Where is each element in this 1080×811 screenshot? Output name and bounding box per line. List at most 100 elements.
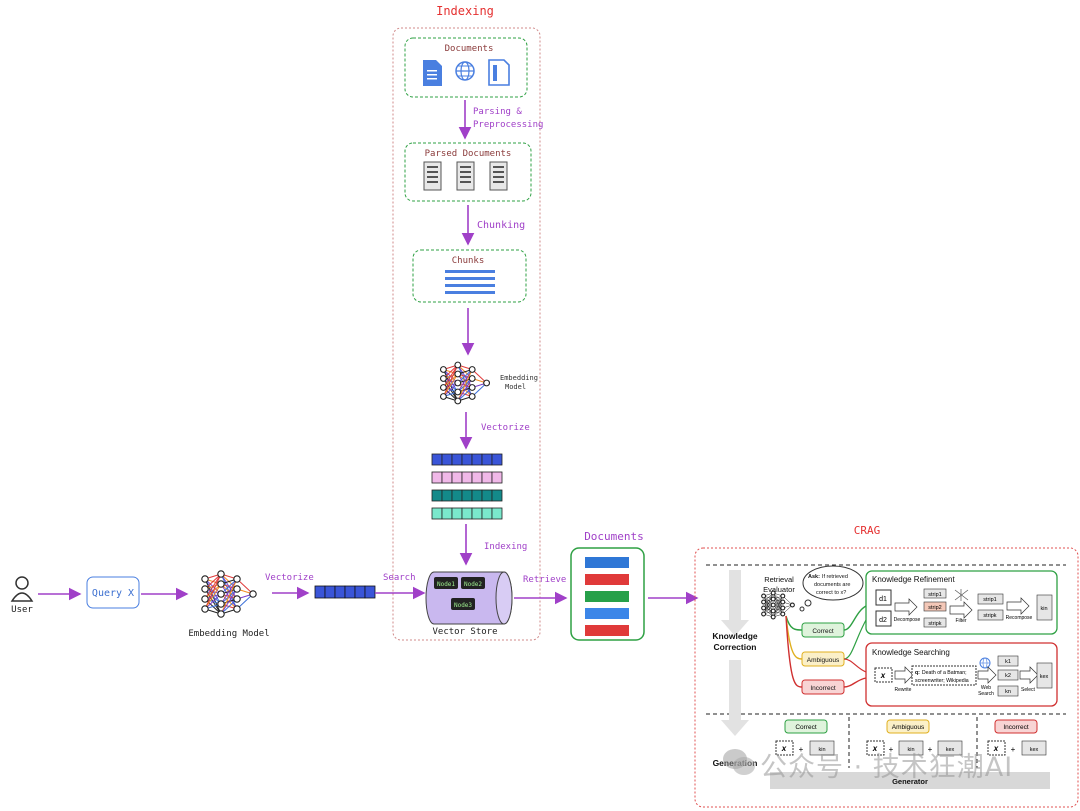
parsed-documents-label: Parsed Documents xyxy=(425,149,512,159)
embedding-model-label-1: Embedding xyxy=(500,374,538,382)
strip2-label: strip2 xyxy=(928,605,941,611)
web-search-label-2: Search xyxy=(978,691,994,697)
crag-title: CRAG xyxy=(854,524,881,537)
parsed-documents-box xyxy=(404,142,532,202)
grey-flow-arrow-bottom xyxy=(721,660,749,736)
svg-text:Ask:If retrieved: Ask:If retrieved xyxy=(808,574,848,580)
svg-text:x: x xyxy=(872,744,878,753)
node3-chip xyxy=(451,598,475,610)
gen-incorrect-inputs: x + kex xyxy=(987,740,1047,756)
indexing-panel: Indexing Documents Parsing & Preprocessi… xyxy=(392,4,543,641)
knowledge-correction-label-1: Knowledge xyxy=(712,631,758,641)
stripk-filtered-label: stripk xyxy=(983,613,996,619)
node2-chip xyxy=(461,577,485,589)
retrieval-evaluator-label-2: Evaluator xyxy=(763,585,795,594)
svg-text:Node2: Node2 xyxy=(464,581,482,588)
web-search-label-1: Web xyxy=(981,685,991,691)
gen-ambiguous-label: Ambiguous xyxy=(892,724,925,731)
gen-incorrect-label: Incorrect xyxy=(1003,724,1028,731)
svg-text:kin: kin xyxy=(818,747,825,753)
strip1-label: strip1 xyxy=(928,592,941,598)
q-text-2: screenwriter; Wikipedia xyxy=(915,678,969,684)
ask-bold: Ask: xyxy=(808,574,820,580)
knowledge-correction-label-2: Correction xyxy=(714,642,757,652)
ask-bubble: Ask:If retrieved documents are correct t… xyxy=(799,565,864,612)
kex-label: kex xyxy=(1040,674,1049,680)
chunks-label: Chunks xyxy=(452,256,485,266)
svg-text:kex: kex xyxy=(1030,747,1039,753)
parsed-doc-icons xyxy=(423,161,508,191)
d1-label: d1 xyxy=(879,596,887,603)
svg-text:Node1: Node1 xyxy=(437,581,455,588)
q-bold: q: xyxy=(915,670,920,676)
generator-bar xyxy=(770,772,1050,789)
query-embedding-network-icon xyxy=(201,570,257,618)
user-label: User xyxy=(11,605,33,615)
search-label: Search xyxy=(383,573,416,583)
svg-text:kin: kin xyxy=(907,747,914,753)
strip1-filtered-label: strip1 xyxy=(983,597,996,603)
k1-label: k1 xyxy=(1005,659,1011,665)
web-search-globe-icon xyxy=(979,657,991,669)
q-text-1: Death of a Batman; xyxy=(922,670,967,676)
svg-text:+: + xyxy=(928,745,933,754)
chunks-box xyxy=(412,249,527,303)
indexing-frame xyxy=(392,27,541,641)
documents-box xyxy=(404,37,528,98)
wechat-watermark-icon xyxy=(723,749,755,775)
knowledge-searching-title: Knowledge Searching xyxy=(872,648,950,657)
chunk-lines xyxy=(445,270,495,294)
correct-label: Correct xyxy=(812,628,834,635)
svg-text:kex: kex xyxy=(946,747,955,753)
knowledge-refinement-title: Knowledge Refinement xyxy=(872,575,955,584)
vector-store-label: Vector Store xyxy=(432,627,497,637)
kn-label: kn xyxy=(1005,689,1011,695)
gen-correct-label: Correct xyxy=(795,724,817,731)
watermark-text: 公众号 · 技术狂潮AI xyxy=(760,752,1014,783)
select-label: Select xyxy=(1021,687,1036,693)
stripk-label: stripk xyxy=(928,621,941,627)
svg-text:x: x xyxy=(993,744,999,753)
rewrite-label: Rewrite xyxy=(895,687,912,693)
kin-label: kin xyxy=(1040,606,1047,612)
vector-rows xyxy=(431,453,503,520)
retrieved-documents-label: Documents xyxy=(584,530,644,543)
ask-text-3: correct to x? xyxy=(816,590,846,596)
crag-frame xyxy=(694,547,1079,808)
vectorize-label-query: Vectorize xyxy=(265,573,314,583)
preprocessing-label: Preprocessing xyxy=(473,120,543,130)
query-vector xyxy=(314,585,376,599)
retrieved-doc-bars xyxy=(585,557,629,636)
ask-text-1: If retrieved xyxy=(822,574,848,580)
vectorize-label-index: Vectorize xyxy=(481,423,530,433)
crag-panel: CRAG Knowledge Correction Retrieval Eval… xyxy=(694,524,1079,808)
gen-correct-inputs: x + kin xyxy=(775,740,835,756)
doc-file-icon xyxy=(423,60,442,86)
grey-flow-arrow-top xyxy=(721,570,749,636)
documents-label: Documents xyxy=(445,44,494,54)
query-box xyxy=(86,576,140,609)
chunking-label: Chunking xyxy=(477,220,525,231)
indexing-arrow-label: Indexing xyxy=(484,542,527,552)
globe-icon xyxy=(455,61,475,81)
embedding-model-label: Embedding Model xyxy=(188,629,269,639)
svg-text:+: + xyxy=(799,745,804,754)
svg-text:+: + xyxy=(1011,745,1016,754)
filter-icon xyxy=(954,589,969,601)
parsing-label: Parsing & xyxy=(473,107,522,117)
ask-text-2: documents are xyxy=(814,582,850,588)
svg-text:x: x xyxy=(781,744,787,753)
d2-label: d2 xyxy=(879,617,887,624)
knowledge-refinement-box xyxy=(865,570,1058,635)
k2-label: k2 xyxy=(1005,673,1011,679)
generator-label: Generator xyxy=(892,777,928,786)
pdf-file-icon xyxy=(488,59,510,86)
embedding-model-label-2: Model xyxy=(505,383,526,391)
svg-text:Node3: Node3 xyxy=(454,602,472,609)
retrieval-evaluator-network-icon xyxy=(761,590,795,620)
x-query-label: x xyxy=(880,671,886,680)
incorrect-label: Incorrect xyxy=(810,685,835,692)
node1-chip xyxy=(434,577,458,589)
query-label: Query X xyxy=(92,588,134,599)
